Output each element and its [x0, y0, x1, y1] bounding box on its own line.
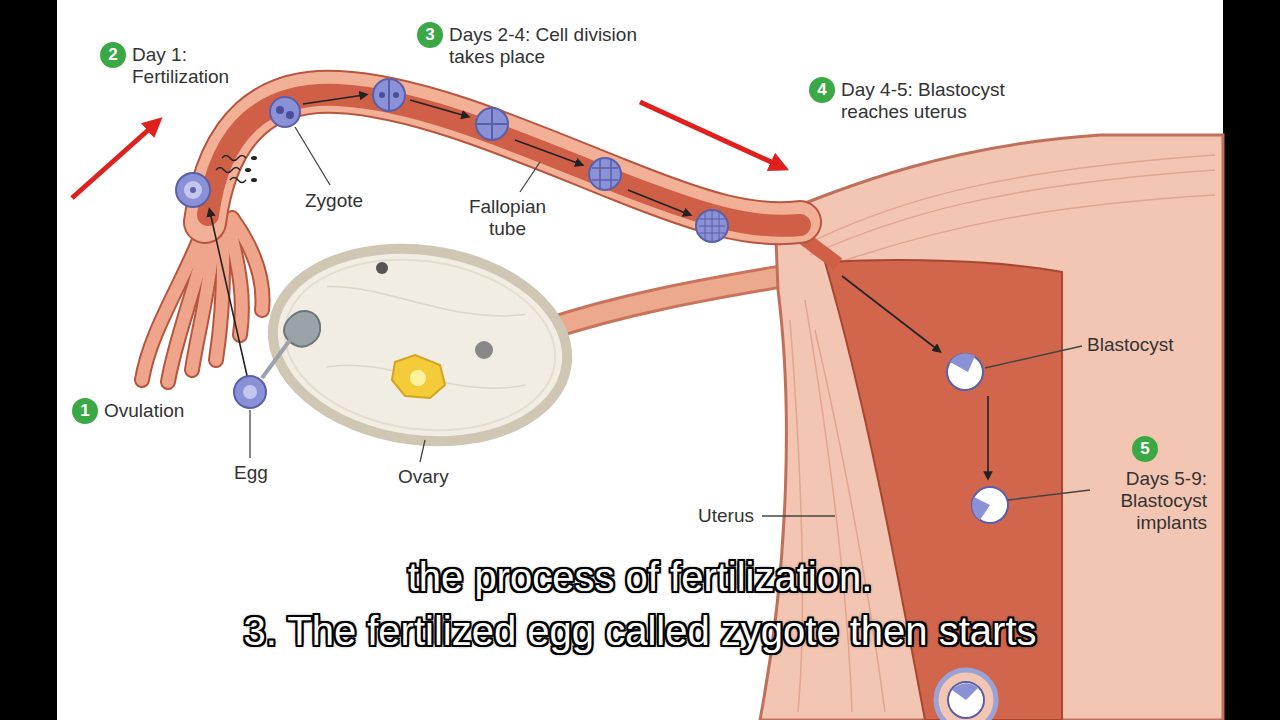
morula [696, 210, 728, 242]
muscle-fiber [810, 170, 1215, 255]
part-label: Egg [234, 462, 268, 484]
leader-line [250, 127, 1090, 516]
ruptured-follicle [262, 340, 290, 378]
part-label: Uterus [698, 505, 754, 527]
egg-cell [234, 376, 266, 408]
muscle-fiber [840, 195, 1215, 262]
step-marker: 3Days 2-4: Cell division takes place [417, 22, 654, 68]
morula [589, 158, 621, 190]
follicle [376, 262, 388, 274]
step-marker: 2Day 1: Fertilization [100, 42, 252, 88]
part-label: Blastocyst [1087, 334, 1174, 356]
step-number: 1 [72, 398, 98, 424]
four-cell-embryo [476, 108, 508, 140]
step-label: Ovulation [104, 400, 184, 422]
sperm [216, 156, 246, 183]
step-label: Day 4-5: Blastocyst reaches uterus [841, 79, 1056, 123]
part-label: Ovary [398, 466, 449, 488]
red-arrow [72, 124, 155, 198]
step-marker: 5Days 5-9: Blastocyst implants [1083, 436, 1207, 534]
muscle-fiber [815, 155, 1215, 240]
step-number: 3 [417, 22, 443, 48]
two-cell-embryo [373, 79, 405, 111]
corpus-luteum [392, 355, 445, 398]
subtitle-line: the process of fertilization. [0, 552, 1280, 602]
red-arrow [640, 102, 780, 166]
step-marker: 1 Ovulation [72, 398, 184, 424]
sperm-head [245, 156, 257, 182]
ovarian-ligament [545, 275, 790, 330]
step-number: 5 [1132, 436, 1158, 462]
step-label: Days 5-9: Blastocyst implants [1083, 468, 1207, 534]
zygote-cell [270, 97, 300, 127]
step-number: 4 [809, 77, 835, 103]
step-number: 2 [100, 42, 126, 68]
follicle [475, 341, 493, 359]
ovary [260, 230, 580, 459]
part-label: Zygote [305, 190, 363, 212]
follicle-center [410, 370, 426, 386]
step-label: Day 1: Fertilization [132, 44, 252, 88]
step-label: Days 2-4: Cell division takes place [449, 24, 654, 68]
subtitle-line: 3. The fertilized egg called zygote then… [0, 606, 1280, 656]
implanted-blastocyst [936, 670, 996, 720]
movement-arrow [210, 95, 988, 476]
egg-cell [176, 173, 210, 207]
blastocyst-cell [972, 487, 1008, 523]
step-marker: 4Day 4-5: Blastocyst reaches uterus [809, 77, 1056, 123]
ovarian-ligament [545, 275, 790, 330]
part-label: Fallopian tube [460, 196, 555, 240]
blastocyst-cell [947, 353, 983, 390]
